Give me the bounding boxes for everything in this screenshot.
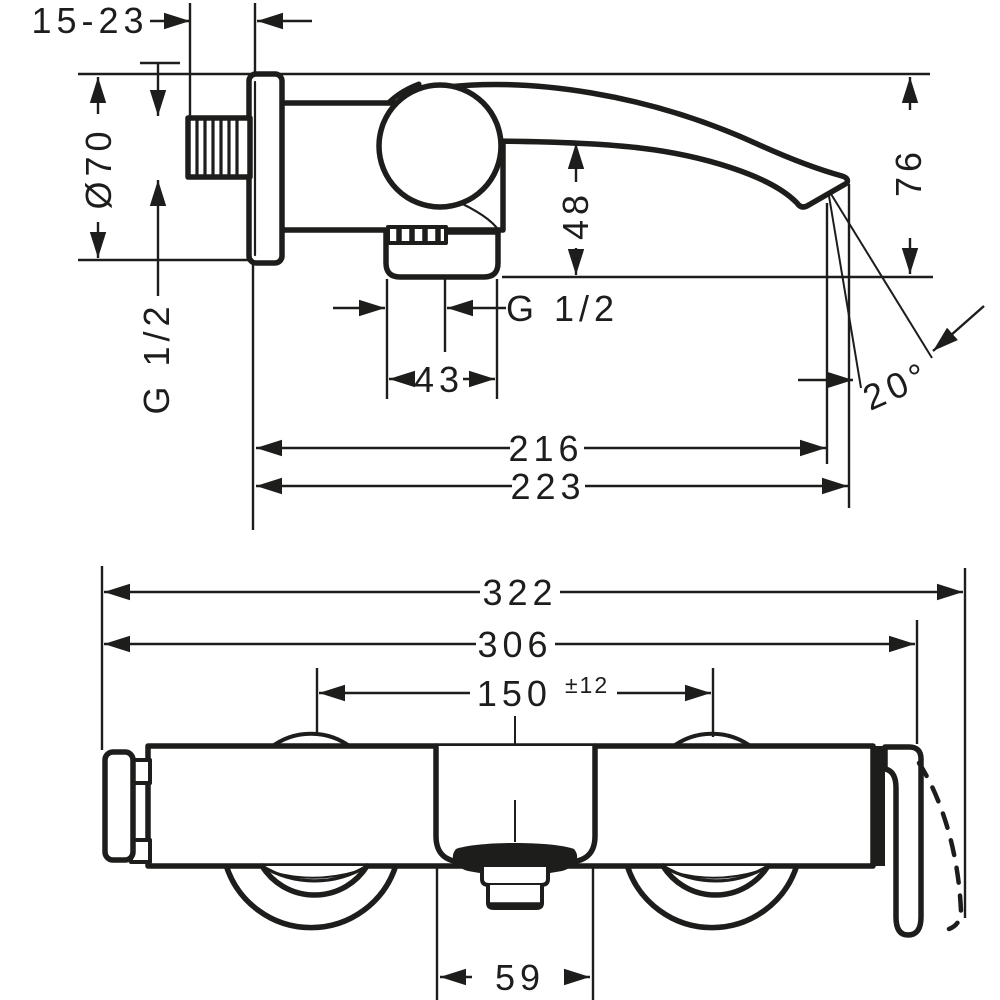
dimension-223: 223	[256, 466, 848, 507]
dim-label: 43	[414, 359, 464, 400]
dimension-g12-outlet: G 1/2	[333, 288, 619, 329]
extension-lines-bottom	[100, 566, 967, 1000]
mount-lens-left	[259, 863, 370, 898]
dimension-15-23: 15-23	[31, 0, 312, 41]
angle-leader	[932, 305, 985, 352]
dim-label: 76	[888, 147, 929, 197]
dim-label: 216	[508, 428, 583, 469]
aerator-step-1	[480, 865, 550, 887]
handle-swing-dashed-arc	[916, 760, 964, 932]
dim-label: G 1/2	[506, 288, 619, 329]
dim-tolerance: ±12	[565, 672, 609, 698]
spout	[444, 81, 851, 210]
dim-label: 223	[510, 466, 585, 507]
mount-lens-right	[660, 863, 771, 898]
dimension-216: 216	[256, 428, 826, 469]
outlet-thread	[386, 225, 448, 245]
dim-label: G 1/2	[136, 301, 177, 414]
dim-label: 59	[495, 957, 545, 998]
handle-lever-bottom-view	[882, 744, 924, 938]
stream-line-inner	[828, 195, 862, 389]
dim-label: 15-23	[31, 0, 148, 41]
thread-pipe-hatch	[195, 119, 239, 176]
outlet-thread-hatch	[396, 229, 441, 241]
dim-value: 150	[477, 673, 552, 714]
side-elevation-view: 15-23 Ø70 G 1/2 48 G 1/2	[31, 0, 985, 530]
dim-label: 306	[477, 624, 552, 665]
dim-label: Ø70	[78, 126, 119, 209]
dimension-48: 48	[555, 143, 596, 275]
bottom-view: 322 306 150 ±12 59	[100, 566, 967, 1000]
end-cap-left	[102, 749, 136, 863]
dimension-43: 43	[389, 359, 495, 400]
dimension-76: 76	[888, 77, 929, 274]
dimension-306: 306	[104, 624, 915, 665]
dimension-59: 59	[440, 957, 590, 998]
handle-circle	[376, 82, 504, 210]
dim-label: 150 ±12	[477, 672, 609, 714]
dimension-150: 150 ±12	[319, 672, 711, 714]
dim-label: 48	[555, 190, 596, 240]
dim-label: 322	[482, 572, 557, 613]
dimension-dia70: Ø70	[78, 77, 119, 258]
end-bar	[871, 746, 885, 866]
dim-label: 20°	[857, 353, 937, 419]
dimension-g12-wall: G 1/2	[136, 61, 180, 415]
dimension-322: 322	[104, 572, 963, 613]
extension-lines-side	[78, 3, 933, 530]
